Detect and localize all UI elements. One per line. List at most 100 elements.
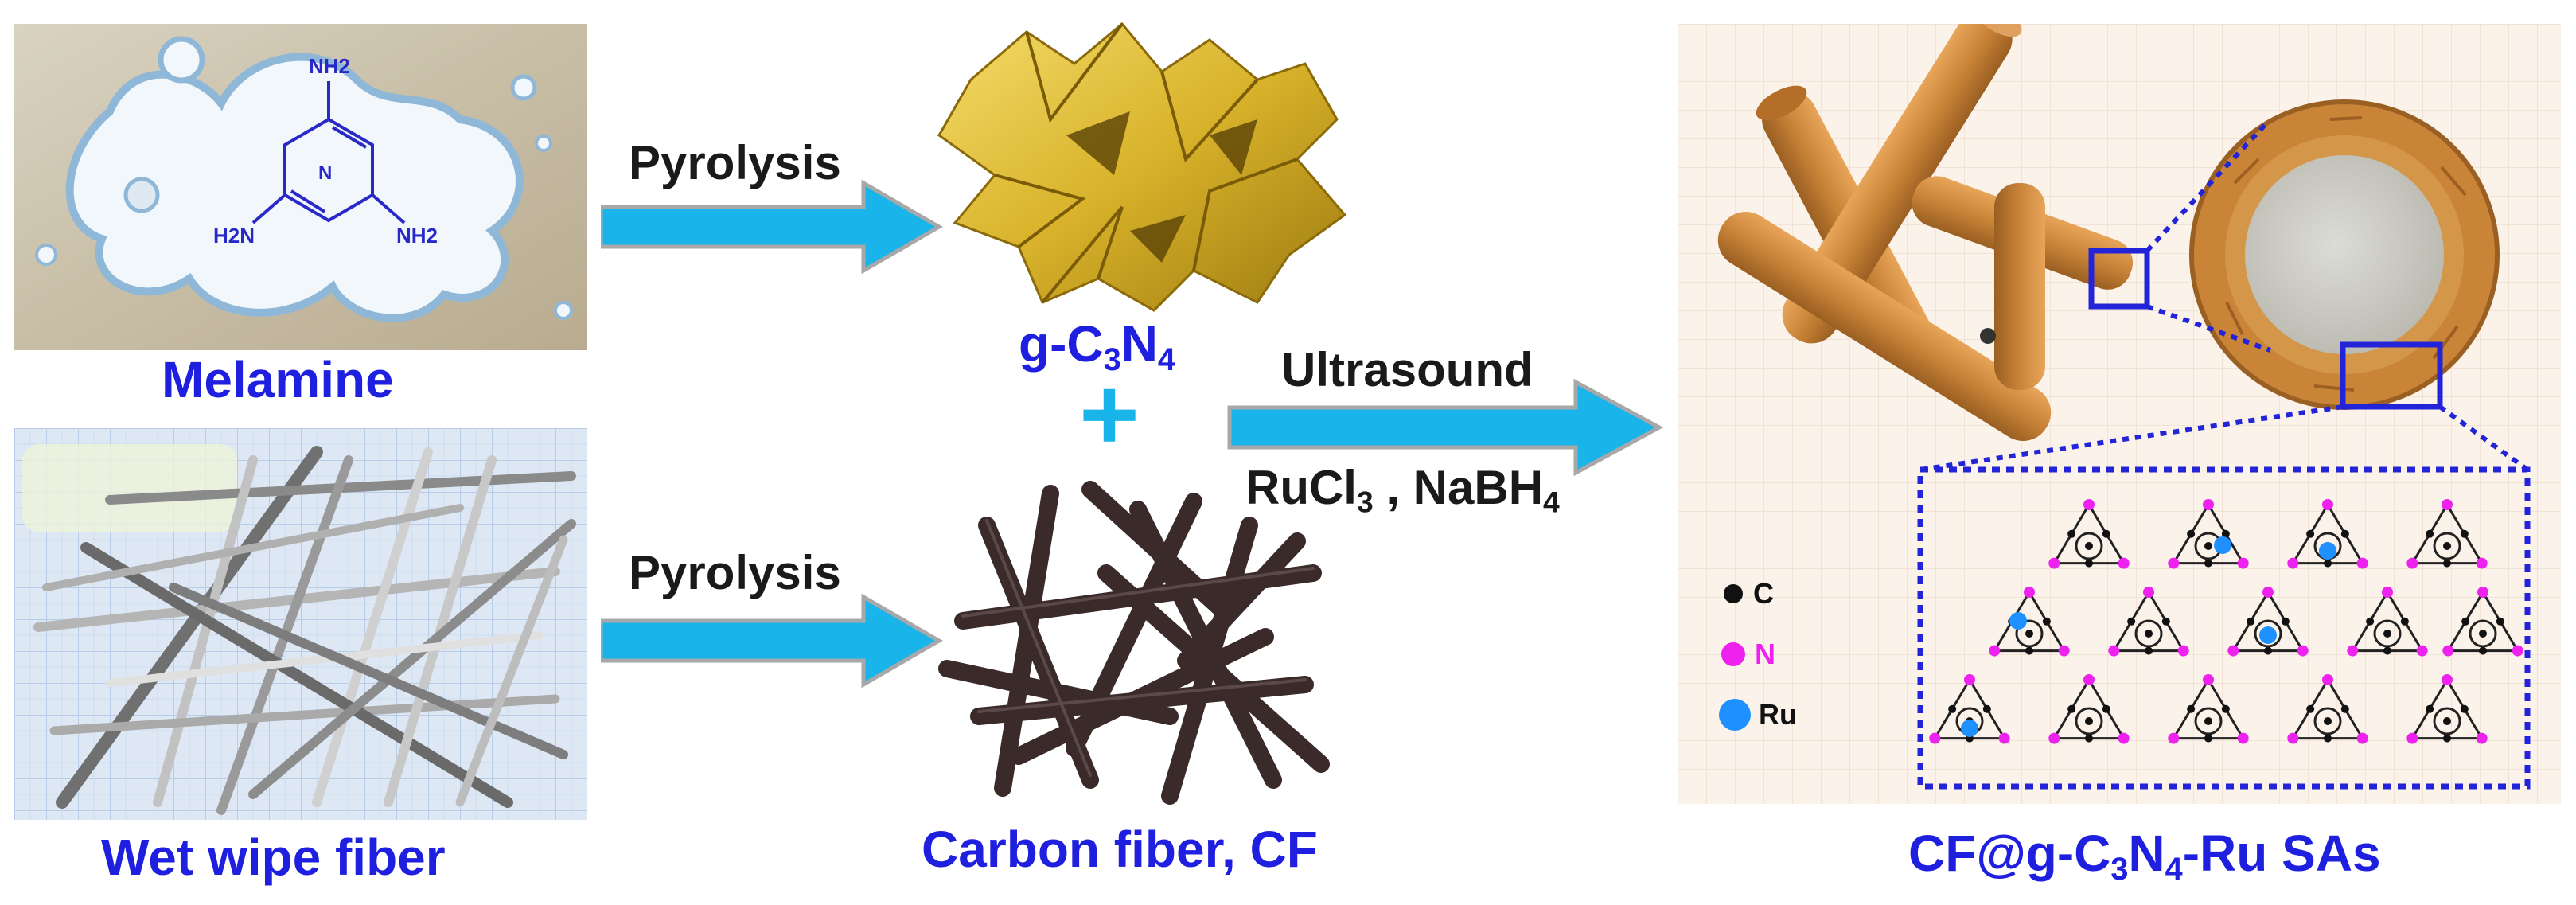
lattice-c-atom <box>2460 704 2469 713</box>
ring-n-1: N <box>318 162 332 184</box>
pyrolysis-bottom-label: Pyrolysis <box>629 546 841 599</box>
lattice-n-atom <box>2356 732 2368 744</box>
lattice-ru-atom <box>1961 720 1978 737</box>
g-c3n4-label-n: N <box>1120 315 1158 373</box>
legend-n-label: N <box>1755 638 1775 670</box>
lattice-c-atom <box>2366 617 2375 626</box>
lattice-n-atom <box>2118 557 2130 569</box>
product-image: C N Ru <box>1678 24 2561 804</box>
lattice-n-atom <box>2168 557 2180 569</box>
h2n-label-left: H2N <box>213 224 255 248</box>
lattice-n-atom <box>2347 645 2359 657</box>
lattice-c-atom <box>2042 617 2051 626</box>
lattice-n-atom <box>2322 674 2333 685</box>
lattice-n-atom <box>2297 645 2309 657</box>
lattice-n-atom <box>2237 732 2249 744</box>
product-label-pre: CF@g-C <box>1908 825 2111 882</box>
lattice-ru-atom <box>2214 536 2231 554</box>
melamine-label: Melamine <box>162 351 394 408</box>
g-c3n4-label-sub4: 4 <box>1157 342 1175 378</box>
lattice-c-atom <box>2025 630 2033 638</box>
lattice-n-atom <box>2143 587 2154 598</box>
wet-wipe-fiber-label: Wet wipe fiber <box>101 829 446 886</box>
lattice-c-atom <box>2221 529 2230 538</box>
lattice-n-atom <box>2048 732 2060 744</box>
reagents-rucl-sub: 3 <box>1356 485 1374 519</box>
plus-sign: + <box>1079 356 1140 472</box>
lattice-n-atom <box>2058 645 2070 657</box>
pyrolysis-top-label: Pyrolysis <box>629 136 841 189</box>
lattice-n-atom <box>2108 645 2120 657</box>
lattice-c-atom <box>2085 734 2093 743</box>
lattice-n-atom <box>2237 557 2249 569</box>
lattice-n-atom <box>2442 645 2454 657</box>
lattice-c-atom <box>2187 704 2196 713</box>
lattice-c-atom <box>2145 646 2153 655</box>
lattice-ru-atom <box>2259 626 2277 644</box>
lattice-n-atom <box>2406 557 2418 569</box>
lattice-c-atom <box>1948 704 1957 713</box>
lattice-c-atom <box>2161 617 2170 626</box>
lattice-c-atom <box>2324 717 2332 725</box>
lattice-n-atom <box>2382 587 2393 598</box>
lattice-c-atom <box>2127 617 2136 626</box>
reagents-nabh: , NaBH <box>1373 461 1544 514</box>
lattice-c-atom <box>2145 630 2153 638</box>
lattice-c-atom <box>2187 529 2196 538</box>
lattice-ru-atom <box>2009 612 2027 630</box>
lattice-c-atom <box>2247 617 2255 626</box>
legend-c-dot <box>1724 584 1743 603</box>
lattice-c-atom <box>2204 542 2212 550</box>
zoom-box-ring <box>2340 341 2443 410</box>
lattice-n-atom <box>2083 674 2095 685</box>
melamine-molecule <box>251 81 406 224</box>
lattice-c-atom <box>2479 630 2487 638</box>
lattice-n-atom <box>2203 674 2214 685</box>
carbon-fiber-image <box>931 478 1345 812</box>
lattice-n-atom <box>1929 732 1941 744</box>
reagents-nabh-sub: 4 <box>1543 485 1560 519</box>
legend-ru-label: Ru <box>1759 698 1797 731</box>
lattice-ring <box>2075 532 2103 560</box>
product-label-n: N <box>2128 825 2165 882</box>
lattice-n-atom <box>2442 499 2453 510</box>
reagents-label: RuCl3 , NaBH4 <box>1245 460 1560 519</box>
lattice-ring <box>2015 619 2044 648</box>
product-label-post: -Ru SAs <box>2182 825 2381 882</box>
g-c3n4-lattice <box>1929 499 2523 744</box>
lattice-c-atom <box>2281 617 2290 626</box>
carbon-fiber-label: Carbon fiber, CF <box>922 821 1318 878</box>
legend: C N Ru <box>1719 577 1797 731</box>
lattice-n-atom <box>2177 645 2189 657</box>
lattice-c-atom <box>2102 529 2110 538</box>
lattice-c-atom <box>2067 704 2076 713</box>
lattice-box <box>1917 466 2531 790</box>
legend-c-label: C <box>1753 577 1774 610</box>
lattice-c-atom <box>2383 646 2391 655</box>
lattice-ring <box>2433 532 2461 560</box>
lattice-n-atom <box>2406 732 2418 744</box>
lattice-n-atom <box>2416 645 2428 657</box>
legend-n-dot <box>1721 642 1745 666</box>
lattice-c-atom <box>2443 734 2451 743</box>
lattice-n-atom <box>2322 499 2333 510</box>
lattice-n-atom <box>1998 732 2010 744</box>
lattice-n-atom <box>2168 732 2180 744</box>
ultrasound-arrow <box>1227 378 1664 477</box>
product-label-sub3: 3 <box>2110 852 2129 887</box>
lattice-c-atom <box>2443 542 2451 550</box>
fiber-cross-section <box>2189 99 2500 410</box>
lattice-c-atom <box>2204 734 2212 743</box>
g-c3n4-label-sub3: 3 <box>1103 342 1121 378</box>
lattice-ring <box>2433 707 2461 735</box>
lattice-c-atom <box>2426 529 2434 538</box>
lattice-c-atom <box>2102 704 2110 713</box>
lattice-c-atom <box>2443 717 2451 725</box>
lattice-ring <box>2373 619 2402 648</box>
zoom-box-small <box>2088 248 2150 310</box>
lattice-n-atom <box>2083 499 2095 510</box>
nh2-label-top: NH2 <box>309 54 350 78</box>
lattice-c-atom <box>2340 704 2349 713</box>
lattice-n-atom <box>2262 587 2274 598</box>
lattice-c-atom <box>2067 529 2076 538</box>
